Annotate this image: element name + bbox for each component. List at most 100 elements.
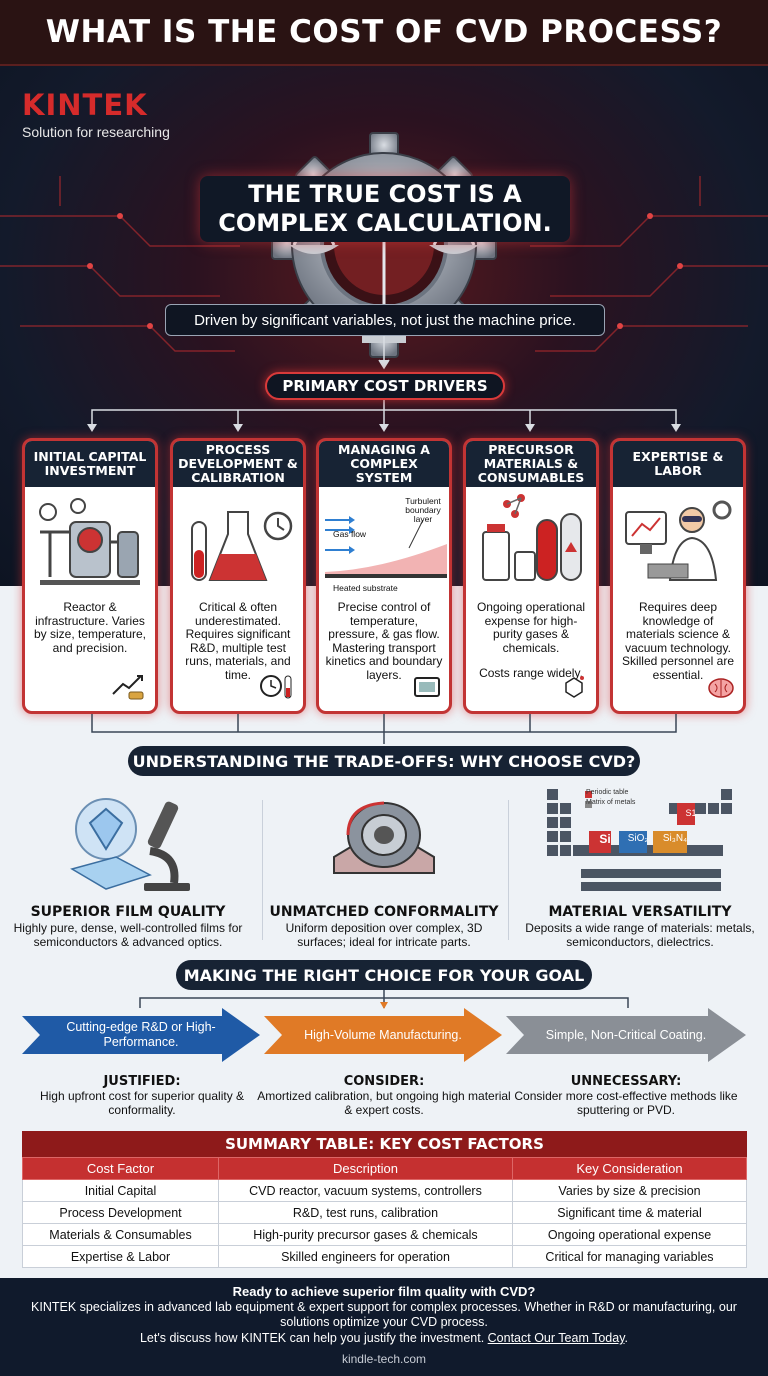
right-choice-label: MAKING THE RIGHT CHOICE FOR YOUR GOAL bbox=[176, 960, 592, 990]
arrow-shape-icon bbox=[264, 1008, 502, 1062]
element-si: Si bbox=[599, 832, 611, 846]
table-cell: R&D, test runs, calibration bbox=[218, 1201, 513, 1224]
table-row: Process Development R&D, test runs, cali… bbox=[22, 1201, 747, 1224]
footer-headline: Ready to achieve superior film quality w… bbox=[232, 1284, 536, 1299]
footer-cta-line: Let's discuss how KINTEK can help you ju… bbox=[0, 1331, 768, 1346]
cost-factors-table: Cost Factor Description Key Consideratio… bbox=[22, 1157, 747, 1268]
verdict-title: CONSIDER: bbox=[343, 1074, 425, 1089]
verdict-description: Consider more cost-effective methods lik… bbox=[514, 1089, 738, 1117]
benefit-description: Highly pure, dense, well-controlled film… bbox=[13, 921, 243, 949]
column-header: Key Consideration bbox=[512, 1157, 747, 1180]
driver-title: EXPERTISE & LABOR bbox=[613, 441, 743, 487]
cards-bracket-lines bbox=[91, 714, 677, 744]
microscope-icon bbox=[0, 786, 256, 898]
chart-coins-icon bbox=[111, 672, 147, 705]
driver-description: Critical & often underestimated. Require… bbox=[185, 600, 291, 682]
driver-card-precursor-materials: PRECURSOR MATERIALS & CONSUMABLES Ongoin… bbox=[463, 438, 599, 714]
summary-table: SUMMARY TABLE: KEY COST FACTORS Cost Fac… bbox=[22, 1131, 747, 1268]
element-si3n4: Si₃N₄ bbox=[662, 833, 688, 844]
choice-connector-lines bbox=[139, 990, 629, 1009]
footer-description: KINTEK specializes in advanced lab equip… bbox=[31, 1300, 737, 1329]
periodic-table-legend-1: Periodic table bbox=[586, 789, 629, 796]
goal-label: High-Volume Manufacturing. bbox=[304, 1027, 462, 1042]
brand-logo: KINTEK Solution for researching bbox=[22, 88, 170, 140]
table-cell: Process Development bbox=[22, 1201, 219, 1224]
benefit-description: Deposits a wide range of materials: meta… bbox=[525, 921, 755, 949]
table-cell: Initial Capital bbox=[22, 1179, 219, 1202]
goal-arrow-simple-coating: Simple, Non-Critical Coating. bbox=[506, 1008, 746, 1062]
driver-card-process-development: PROCESS DEVELOPMENT & CALIBRATION Critic… bbox=[170, 438, 306, 714]
monitor-icon bbox=[413, 676, 441, 705]
footer-period: . bbox=[624, 1331, 629, 1345]
table-cell: Critical for managing variables bbox=[512, 1245, 747, 1268]
verdict-unnecessary: UNNECESSARY: Consider more cost-effectiv… bbox=[498, 1074, 754, 1117]
website-link[interactable]: kindle-tech.com bbox=[341, 1352, 427, 1366]
table-row: Expertise & Labor Skilled engineers for … bbox=[22, 1245, 747, 1268]
element-s1: S1 bbox=[685, 808, 697, 818]
tradeoffs-label: UNDERSTANDING THE TRADE-OFFS: WHY CHOOSE… bbox=[128, 746, 640, 776]
periodic-table-icon: Periodic table Matrix of metals Si SiO₂ … bbox=[512, 786, 768, 898]
table-row: Initial Capital CVD reactor, vacuum syst… bbox=[22, 1179, 747, 1202]
driver-description: Reactor & infrastructure. Varies by size… bbox=[33, 600, 147, 655]
driver-title: PROCESS DEVELOPMENT & CALIBRATION bbox=[173, 441, 303, 487]
footer: Ready to achieve superior film quality w… bbox=[0, 1278, 768, 1376]
goal-label: Simple, Non-Critical Coating. bbox=[545, 1027, 707, 1042]
benefit-title: MATERIAL VERSATILITY bbox=[548, 904, 732, 920]
verdict-description: High upfront cost for superior quality &… bbox=[39, 1089, 245, 1117]
clock-tube-icon bbox=[259, 672, 295, 705]
benefit-film-quality: SUPERIOR FILM QUALITY Highly pure, dense… bbox=[0, 786, 256, 949]
circuit-lines-decoration bbox=[0, 176, 768, 352]
table-cell: Significant time & material bbox=[512, 1201, 747, 1224]
periodic-table-legend-2: Matrix of metals bbox=[586, 799, 636, 806]
driver-description: Requires deep knowledge of materials sci… bbox=[621, 600, 735, 682]
gas-flow-icon: Turbulent boundary layer Gas flow Heated… bbox=[319, 487, 449, 597]
title-bar: WHAT IS THE COST OF CVD PROCESS? bbox=[0, 0, 768, 66]
connector-lines bbox=[87, 336, 681, 432]
arrow-shape-icon bbox=[506, 1008, 746, 1062]
column-header: Cost Factor bbox=[22, 1157, 219, 1180]
reactor-icon bbox=[25, 487, 155, 597]
element-sio2: SiO₂ bbox=[627, 833, 649, 844]
driver-description: Ongoing operational expense for high-pur… bbox=[476, 600, 586, 655]
table-cell: High-purity precursor gases & chemicals bbox=[218, 1223, 513, 1246]
primary-cost-drivers-label: PRIMARY COST DRIVERS bbox=[265, 372, 505, 400]
verdict-title: UNNECESSARY: bbox=[570, 1074, 682, 1089]
table-cell: Varies by size & precision bbox=[512, 1179, 747, 1202]
table-cell: Materials & Consumables bbox=[22, 1223, 219, 1246]
goal-arrow-rnd: Cutting-edge R&D or High-Performance. bbox=[22, 1008, 260, 1062]
goal-arrow-manufacturing: High-Volume Manufacturing. bbox=[264, 1008, 502, 1062]
hero-headline-text: THE TRUE COST IS A COMPLEX CALCULATION. bbox=[218, 180, 552, 237]
benefit-description: Uniform deposition over complex, 3D surf… bbox=[285, 921, 483, 949]
verdict-consider: CONSIDER: Amortized calibration, but ong… bbox=[256, 1074, 512, 1117]
divider bbox=[262, 800, 263, 940]
table-cell: CVD reactor, vacuum systems, controllers bbox=[218, 1179, 513, 1202]
page-title: WHAT IS THE COST OF CVD PROCESS? bbox=[45, 14, 723, 50]
contact-team-link[interactable]: Contact Our Team Today bbox=[487, 1331, 625, 1345]
heated-substrate-label: Heated substrate bbox=[333, 583, 398, 593]
gas-cylinder-icon bbox=[466, 487, 596, 597]
kintek-logo: KINTEK bbox=[22, 88, 148, 122]
summary-title: SUMMARY TABLE: KEY COST FACTORS bbox=[22, 1131, 747, 1157]
driver-description-cost-range: Costs range widely. bbox=[479, 666, 583, 680]
benefit-material-versatility: Periodic table Matrix of metals Si SiO₂ … bbox=[512, 786, 768, 949]
column-header: Description bbox=[218, 1157, 513, 1180]
brand-tagline: Solution for researching bbox=[22, 124, 170, 140]
footer-cta-text: Let's discuss how KINTEK can help you ju… bbox=[139, 1331, 485, 1345]
driver-card-initial-capital: INITIAL CAPITAL INVESTMENT Reactor & inf… bbox=[22, 438, 158, 714]
benefit-title: UNMATCHED CONFORMALITY bbox=[269, 904, 499, 920]
divider bbox=[508, 800, 509, 940]
driver-description: Precise control of temperature, pressure… bbox=[325, 600, 443, 682]
driver-title: INITIAL CAPITAL INVESTMENT bbox=[25, 441, 155, 487]
verdict-justified: JUSTIFIED: High upfront cost for superio… bbox=[14, 1074, 270, 1117]
arrow-shape-icon bbox=[22, 1008, 260, 1062]
flask-icon bbox=[173, 487, 303, 597]
verdict-description: Amortized calibration, but ongoing high … bbox=[257, 1089, 511, 1117]
driver-card-expertise-labor: EXPERTISE & LABOR Requires deep knowledg… bbox=[610, 438, 746, 714]
table-cell: Ongoing operational expense bbox=[512, 1223, 747, 1246]
table-cell: Expertise & Labor bbox=[22, 1245, 219, 1268]
table-row: Materials & Consumables High-purity prec… bbox=[22, 1223, 747, 1246]
scientist-icon bbox=[613, 487, 743, 597]
molecule-icon bbox=[560, 674, 588, 705]
benefit-title: SUPERIOR FILM QUALITY bbox=[30, 904, 226, 920]
turbulent-layer-label: Turbulent boundary layer bbox=[405, 496, 441, 524]
